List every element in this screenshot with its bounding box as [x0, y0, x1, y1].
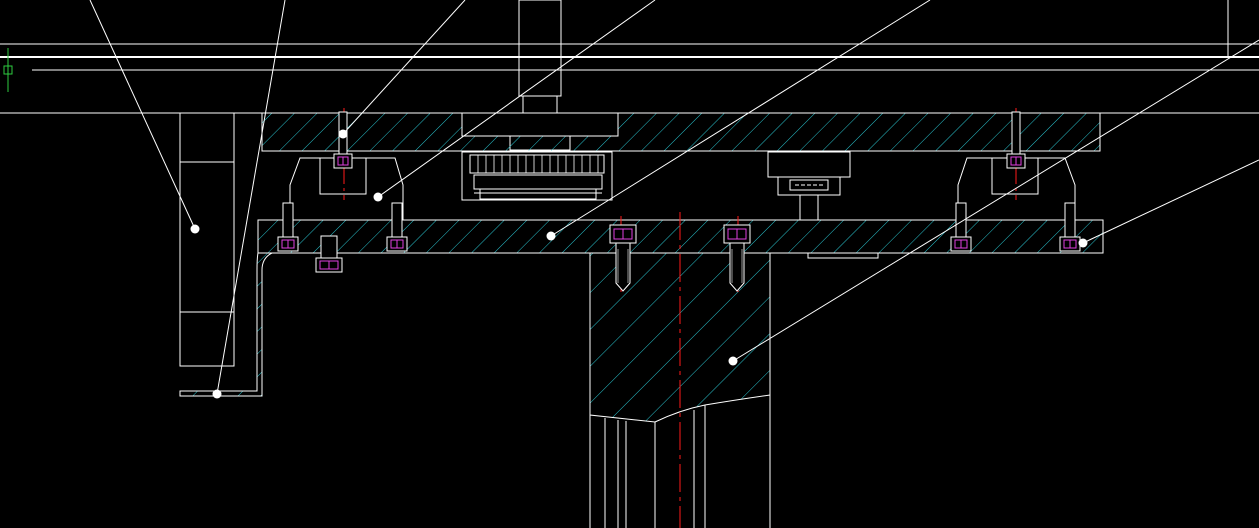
leader-point [373, 192, 383, 202]
leader-point [1078, 238, 1088, 248]
leader-5 [546, 0, 931, 241]
left-guard [179, 112, 273, 397]
leader-3 [338, 0, 466, 139]
center-screw-1 [609, 224, 637, 292]
leader-point [546, 231, 556, 241]
leader-2 [212, 0, 286, 399]
sensor-block [767, 151, 851, 221]
fasteners [277, 111, 1081, 292]
right-bracket-screw-1 [950, 202, 972, 252]
center-screw-2 [723, 224, 751, 292]
left-bracket-screw-2 [386, 202, 408, 252]
leader-lines [89, 0, 1259, 399]
leader-point [190, 224, 200, 234]
leader-point [728, 356, 738, 366]
left-underside-screw [315, 235, 343, 273]
leader-4 [373, 0, 656, 202]
ucs-icon [3, 48, 13, 92]
support-column [589, 252, 771, 528]
leader-6 [728, 39, 1259, 366]
leader-point [212, 389, 222, 399]
frame-rails [0, 0, 1259, 114]
centerlines [343, 108, 1017, 528]
top-plate [261, 112, 1101, 152]
leader-1 [89, 0, 200, 234]
leader-7 [1078, 159, 1259, 248]
leader-point [338, 129, 348, 139]
top-right-cap-screw [1006, 111, 1026, 169]
left-bracket-screw-1 [277, 202, 299, 252]
coupling-hub [461, 151, 613, 201]
